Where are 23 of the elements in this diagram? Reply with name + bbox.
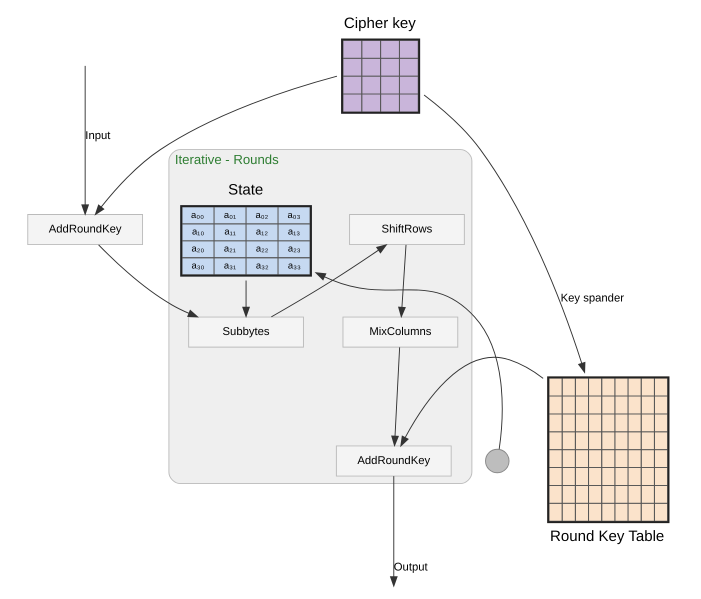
arrow [424,94,586,374]
node-label: Cipher key [344,14,416,32]
arrow [314,272,503,450]
arrow [270,244,388,318]
arrow [98,244,200,318]
node-circle [485,448,510,474]
arrow [398,244,406,318]
node-box: Subbytes [188,316,304,348]
node-box: ShiftRows [349,214,465,246]
node-label: Round Key Table [550,528,664,545]
arrow [390,476,398,588]
arrow [94,76,338,216]
arrow [81,65,90,216]
node-box: MixColumns [342,316,458,348]
arrow [242,280,250,318]
edge-label: Output [394,562,428,574]
node-label: State [228,182,264,199]
edge-label: Key spander [560,292,624,305]
edge-label: Input [85,130,110,142]
node-box: AddRoundKey [27,214,144,246]
arrow [400,357,544,448]
node-box: AddRoundKey [336,445,452,477]
arrow [391,346,400,447]
